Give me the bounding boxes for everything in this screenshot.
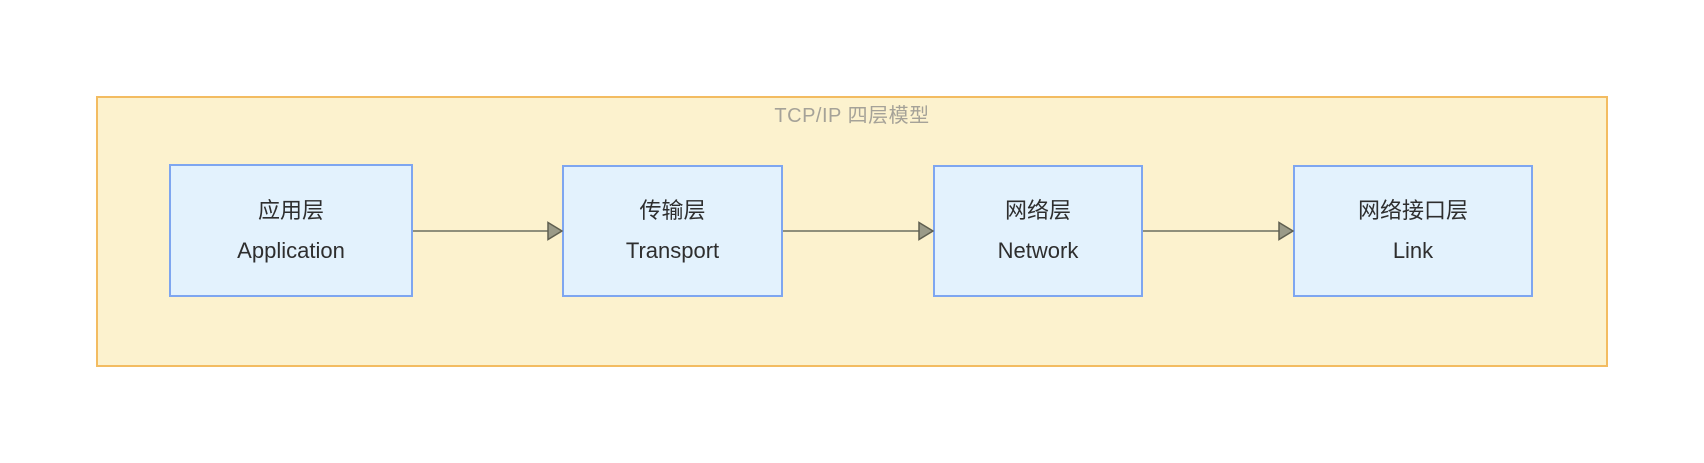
arrow-line [413, 230, 549, 232]
arrow-line [1143, 230, 1280, 232]
cluster-title: TCP/IP 四层模型 [774, 105, 930, 127]
arrow-head-icon [547, 221, 563, 241]
node-application-label-zh: 应用层 [257, 197, 324, 223]
node-application-label-en: Application [237, 237, 345, 263]
node-network: 网络层 Network [933, 165, 1143, 297]
node-transport-label-en: Transport [625, 238, 720, 263]
node-transport: 传输层 Transport [562, 165, 783, 297]
arrow-head-icon [918, 221, 934, 241]
arrow-head-icon [1278, 221, 1294, 241]
arrow-line [783, 230, 920, 232]
node-transport-label-zh: 传输层 [639, 198, 706, 223]
node-application: 应用层 Application [169, 164, 413, 297]
node-network-label-en: Network [997, 238, 1079, 263]
node-link-label-zh: 网络接口层 [1357, 198, 1468, 223]
node-link: 网络接口层 Link [1293, 165, 1533, 297]
node-link-label-en: Link [1392, 238, 1434, 263]
node-network-label-zh: 网络层 [1004, 198, 1071, 223]
